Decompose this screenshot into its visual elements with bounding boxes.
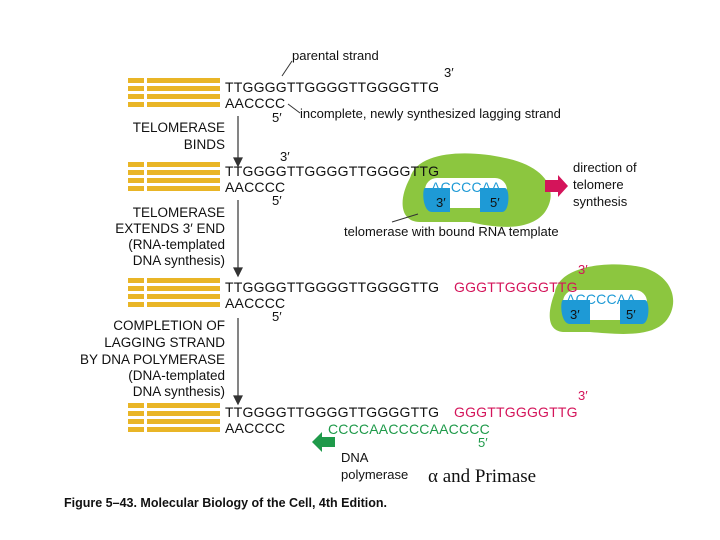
step-label: DNA synthesis): [132, 253, 225, 268]
parental-strand-pointer: [281, 60, 293, 77]
new-lagging-sequence: CCCCAACCCCAACCCC: [328, 421, 490, 437]
step-label: (RNA-templated: [128, 237, 225, 252]
dna-bar: [128, 102, 220, 107]
five-prime-label: 5′: [478, 435, 488, 450]
rna-five-prime: 5′: [490, 195, 500, 210]
telomerase-enzyme-2: [549, 264, 674, 334]
synthesis-label: synthesis: [573, 194, 628, 209]
rna-template-sequence: ACCCCAA: [431, 179, 501, 195]
incomplete-lagging-label: incomplete, newly synthesized lagging st…: [300, 106, 561, 121]
dna-bar: [128, 411, 220, 416]
three-prime-label: 3′: [578, 388, 588, 403]
telomerase-enzyme-1: [391, 153, 551, 227]
parental-sequence: TTGGGGTTGGGGTTGGGGTTG: [225, 79, 440, 95]
alpha-primase-label: α and Primase: [428, 466, 537, 487]
bar-gap: [144, 276, 147, 310]
figure-caption: Figure 5–43. Molecular Biology of the Ce…: [64, 496, 387, 510]
five-prime-label: 5′: [272, 309, 282, 324]
dna-bar: [128, 403, 220, 408]
lagging-sequence: AACCCC: [225, 295, 286, 311]
new-telomere-sequence: GGGTTGGGGTTG: [454, 404, 578, 420]
lagging-sequence: AACCCC: [225, 95, 286, 111]
step-label: LAGGING STRAND: [104, 335, 225, 350]
dna-bar: [128, 294, 220, 299]
three-prime-label: 3′: [280, 149, 290, 164]
step-label: COMPLETION OF: [113, 318, 225, 333]
step-label: TELOMERASE: [132, 120, 225, 135]
dna-bar: [128, 278, 220, 283]
dna-bar: [128, 178, 220, 183]
dna-bar: [128, 86, 220, 91]
five-prime-label: 5′: [272, 193, 282, 208]
step-label: TELOMERASE: [132, 205, 225, 220]
new-telomere-sequence: GGGTTGGGGTTG: [454, 279, 578, 295]
dna-bar: [128, 94, 220, 99]
parental-sequence: TTGGGGTTGGGGTTGGGGTTG: [225, 279, 440, 295]
dna-bar: [128, 419, 220, 424]
dna-bar: [128, 427, 220, 432]
dna-bar: [128, 78, 220, 83]
lagging-pointer: [287, 103, 301, 114]
parental-sequence: TTGGGGTTGGGGTTGGGGTTG: [225, 404, 440, 420]
lagging-sequence: AACCCC: [225, 179, 286, 195]
step-label: BINDS: [183, 137, 225, 152]
rna-five-prime: 5′: [626, 307, 636, 322]
parental-sequence: TTGGGGTTGGGGTTGGGGTTG: [225, 163, 440, 179]
dna-bar: [128, 302, 220, 307]
rna-template-sequence: ACCCCAA: [566, 291, 636, 307]
step-label: (DNA-templated: [128, 368, 225, 383]
step-label: BY DNA POLYMERASE: [79, 352, 225, 367]
direction-arrow: [545, 175, 568, 197]
parental-strand-label: parental strand: [292, 48, 379, 63]
telomere-label: telomere: [573, 177, 624, 192]
bar-gap: [144, 160, 147, 194]
step-label: DNA synthesis): [132, 384, 225, 399]
rna-three-prime: 3′: [570, 307, 580, 322]
dna-bar: [128, 186, 220, 191]
process-arrows: [233, 116, 243, 406]
dna-bar: [128, 162, 220, 167]
dna-bar: [128, 170, 220, 175]
step-label: EXTENDS 3′ END: [115, 221, 225, 236]
polymerase-label: polymerase: [341, 467, 409, 482]
telomerase-template-label: telomerase with bound RNA template: [344, 224, 559, 239]
direction-label: direction of: [573, 160, 637, 175]
polymerase-arrow: [312, 432, 335, 452]
dna-label: DNA: [341, 450, 369, 465]
rna-three-prime: 3′: [436, 195, 446, 210]
lagging-sequence: AACCCC: [225, 420, 286, 436]
bar-gap: [144, 401, 147, 435]
bar-gap: [144, 76, 147, 110]
five-prime-label: 5′: [272, 110, 282, 125]
three-prime-label: 3′: [444, 65, 454, 80]
three-prime-label: 3′: [578, 262, 588, 277]
dna-bar: [128, 286, 220, 291]
